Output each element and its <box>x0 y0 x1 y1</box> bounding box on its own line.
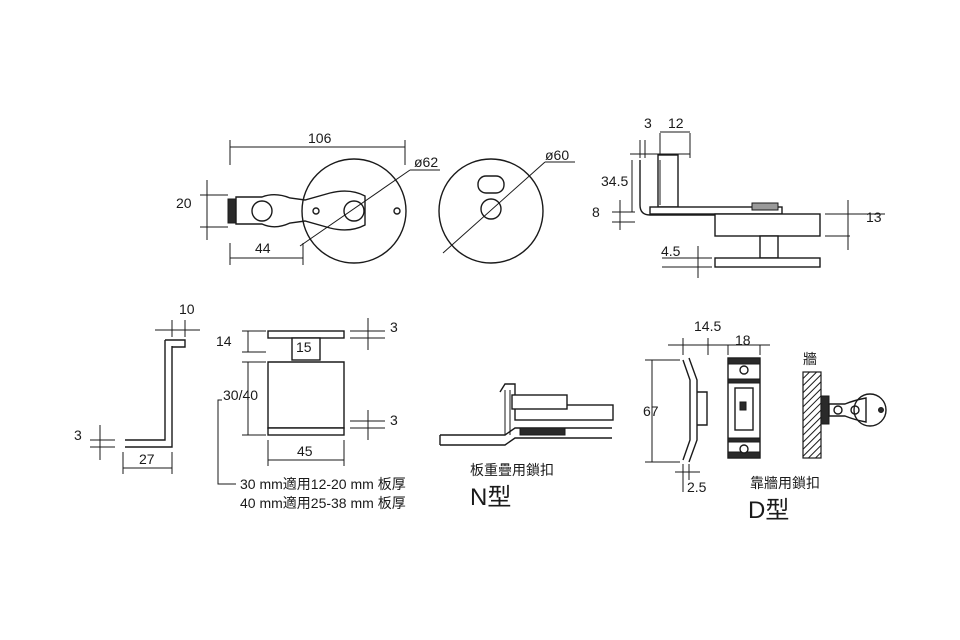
side-bracket <box>639 160 780 216</box>
front-plate-view: 14 15 3 30/40 3 45 30 mm適用12-20 mm 板厚 40… <box>216 318 406 511</box>
slot-hole <box>477 175 505 194</box>
bracket-inner <box>125 346 173 448</box>
top-view-latch: 106 20 44 ø62 <box>176 130 440 265</box>
dim-27: 27 <box>139 451 155 467</box>
dim-106: 106 <box>308 130 332 146</box>
n-latch-body <box>511 394 568 410</box>
arm-pivot-hole <box>343 200 365 222</box>
round-plate-view: ø60 <box>438 147 575 264</box>
dim-8: 8 <box>592 204 600 220</box>
wall-label: 牆 <box>803 351 817 367</box>
dim-3-bracket: 3 <box>74 427 82 443</box>
dim-2-5: 2.5 <box>687 479 707 495</box>
dim-14: 14 <box>216 333 232 349</box>
latch-arm <box>235 190 366 231</box>
dim-30-40: 30/40 <box>223 387 258 403</box>
l-bracket-view: 10 3 27 <box>74 301 200 474</box>
side-stem <box>759 235 779 259</box>
dim-45: 45 <box>297 443 313 459</box>
dim-67: 67 <box>643 403 659 419</box>
plate-circle-62 <box>301 158 407 264</box>
knurled-bolt-end <box>227 198 237 224</box>
side-block <box>657 154 679 208</box>
dim-3-top: 3 <box>390 319 398 335</box>
dim-3-bottom: 3 <box>390 412 398 428</box>
n-caption: 板重疊用鎖扣 <box>470 462 554 478</box>
arm-hole <box>251 200 273 222</box>
dim-dia-60: ø60 <box>545 147 569 163</box>
dim-3: 3 <box>644 115 652 131</box>
wall-section <box>802 371 822 459</box>
n-label: N型 <box>470 484 511 511</box>
n-latch-base <box>519 427 566 436</box>
d-mount <box>820 395 830 425</box>
d-arm <box>828 397 867 423</box>
dim-34-5: 34.5 <box>601 173 628 189</box>
dim-10: 10 <box>179 301 195 317</box>
dim-18: 18 <box>735 332 751 348</box>
plate-top-bar <box>267 330 345 339</box>
note-line-1: 30 mm適用12-20 mm 板厚 <box>240 476 406 492</box>
screw-hole <box>393 207 401 215</box>
plate-neck <box>291 337 321 361</box>
dim-4-5: 4.5 <box>661 243 681 259</box>
bracket-outer <box>125 340 166 441</box>
dim-44: 44 <box>255 240 271 256</box>
d-caption: 靠牆用鎖扣 <box>750 475 820 491</box>
note-line-2: 40 mm適用25-38 mm 板厚 <box>240 495 406 511</box>
dim-15: 15 <box>296 339 312 355</box>
plate-circle-60 <box>438 158 544 264</box>
dim-14-5: 14.5 <box>694 318 721 334</box>
screw-hole <box>312 207 320 215</box>
dim-20: 20 <box>176 195 192 211</box>
d-label: D型 <box>748 497 789 524</box>
dim-12: 12 <box>668 115 684 131</box>
dim-dia-62: ø62 <box>414 154 438 170</box>
d-s-bracket <box>682 359 691 461</box>
side-view-latch: 3 12 34.5 8 13 4.5 <box>592 115 885 278</box>
side-cap <box>751 202 779 211</box>
dim-13: 13 <box>866 209 882 225</box>
side-body <box>714 213 821 237</box>
plate-body <box>267 361 345 429</box>
d-round-end <box>853 393 887 427</box>
d-type-view: 14.5 18 67 2.5 牆 靠牆用鎖扣 D型 <box>643 318 887 524</box>
side-base <box>714 257 821 268</box>
plate-bottom-bar <box>267 427 345 436</box>
center-hole <box>480 198 502 220</box>
n-type-view: 板重疊用鎖扣 N型 <box>439 383 614 511</box>
